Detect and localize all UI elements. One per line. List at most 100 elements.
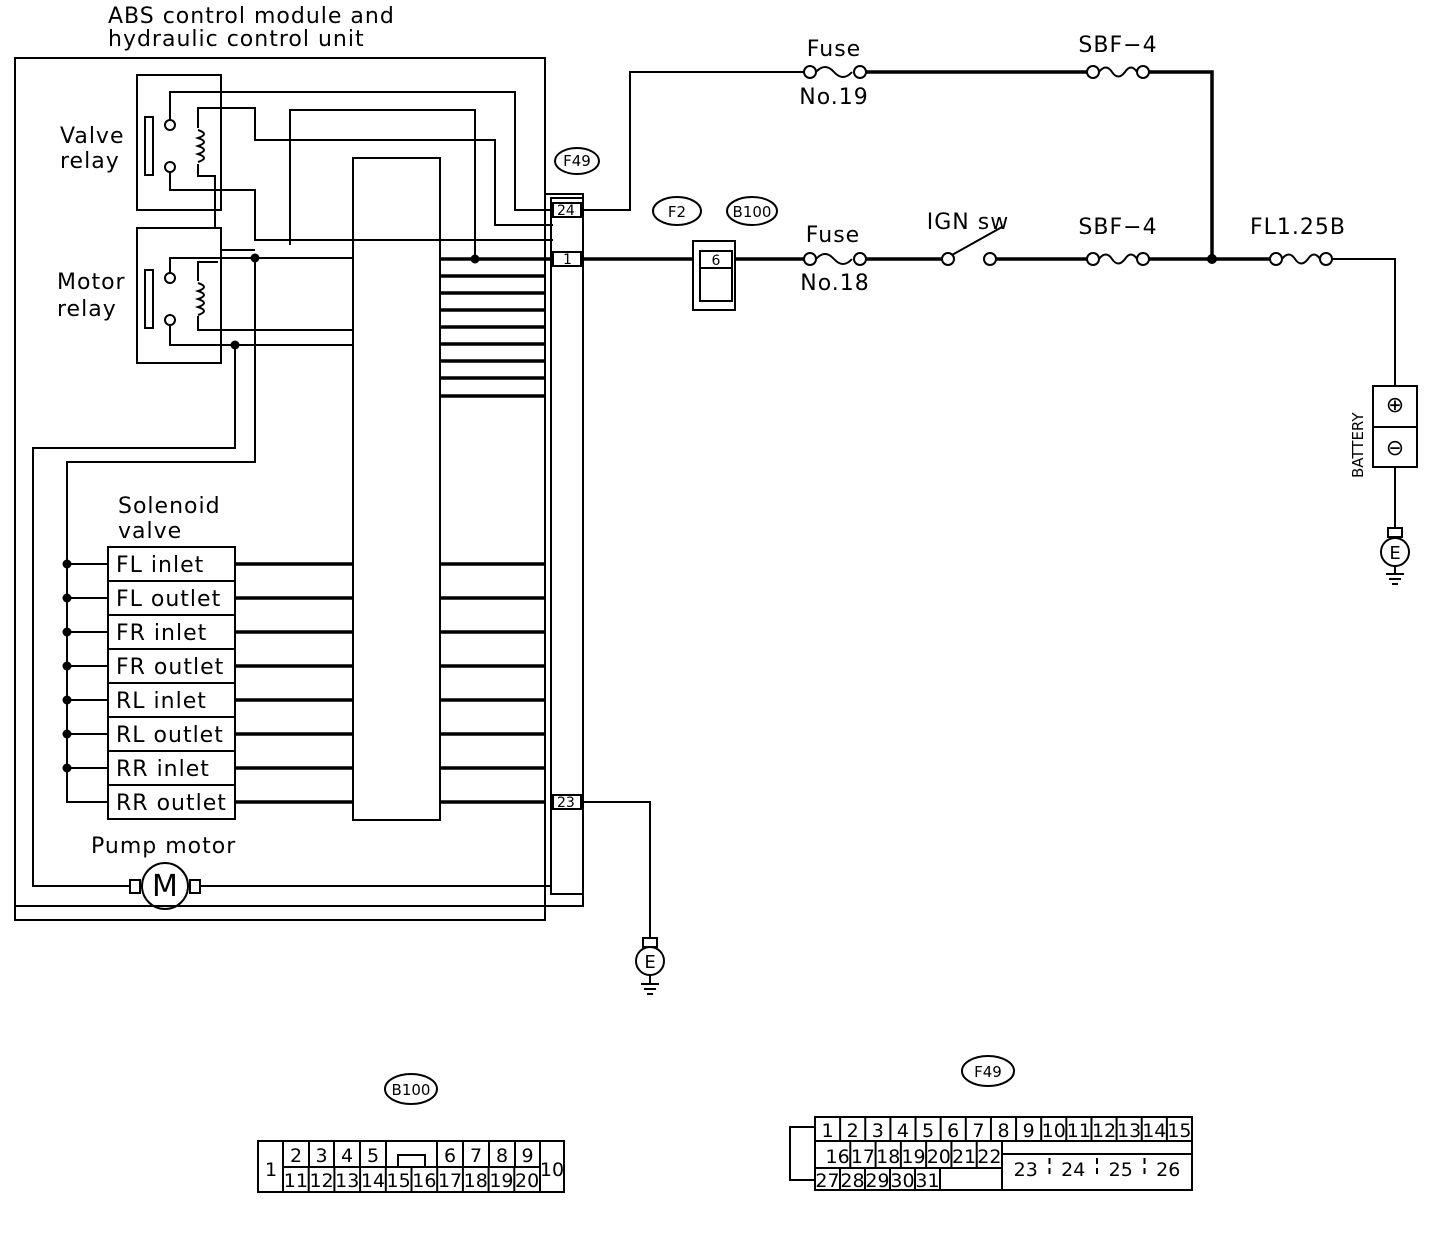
b100-pin: 10 [540,1159,564,1181]
b100-pin: 2 [290,1145,302,1167]
fuse-19-icon [815,66,853,78]
pin-1-label: 1 [563,252,572,268]
f49-pin: 14 [1142,1120,1166,1142]
solenoid-title-2: valve [118,519,182,544]
fl-fuse-icon [1281,253,1321,265]
motor-relay-label-2: relay [57,297,117,322]
pin-23-label: 23 [557,795,575,811]
ign-switch-label: IGN sw [927,210,1009,235]
f49-pin: 24 [1061,1159,1085,1181]
solenoid-title-1: Solenoid [118,494,221,519]
sbf-bottom-icon [1098,253,1138,265]
f49-pin: 28 [840,1170,864,1192]
fuse-18-terminal [803,252,817,266]
module-title-line2: hydraulic control unit [108,27,365,52]
junction-dot [62,763,72,773]
f49-pin: 27 [815,1170,839,1192]
motor-relay-coil-icon [194,282,205,316]
f49-pin: 22 [977,1146,1001,1168]
control-output-lines [440,257,553,398]
solenoid-valve-label: RL outlet [116,723,224,748]
motor-relay-terminal-b [164,314,176,326]
f49-pin: 20 [927,1146,951,1168]
b100-pin: 7 [470,1145,482,1167]
f49-pin: 6 [947,1120,959,1142]
junction-dot [1207,254,1217,264]
b100-pin: 5 [367,1145,379,1167]
b100-inline-connector-inner [699,250,733,302]
solenoid-valve-label: RL inlet [116,689,207,714]
fl-fuse-terminal [1319,252,1333,266]
fuse-18-label: Fuse [806,223,860,248]
motor-relay-wiring [32,257,553,887]
valve-relay-wiring [169,91,553,259]
junction-dot [62,661,72,671]
f49-pin: 4 [897,1120,909,1142]
b100-face-label: B100 [392,1081,431,1099]
pin-24-label: 24 [557,203,575,219]
f2-connector-label: F2 [668,203,686,221]
f49-pin: 29 [865,1170,889,1192]
solenoid-valve-label: FL outlet [116,587,221,612]
junction-dot [62,729,72,739]
ign-switch-terminal [941,252,955,266]
junction-dot [62,695,72,705]
pump-motor-terminal-left [129,879,141,894]
fl-fuse-label: FL1.25B [1250,215,1346,240]
motor-relay-label-1: Motor [57,270,126,295]
solenoid-valve-box [107,750,236,786]
pump-motor-wiring [15,885,551,907]
battery-minus-icon: ⊖ [1386,436,1404,461]
battery-wire [1332,258,1396,386]
b100-pin: 20 [515,1170,539,1192]
f49-pin: 19 [901,1146,925,1168]
b100-pin: 13 [335,1170,359,1192]
pump-motor-symbol: M [152,869,178,904]
fuse-19-label: Fuse [807,37,861,62]
f49-pin: 16 [826,1146,850,1168]
battery-ground-lug [1387,527,1403,538]
f49-connector-label: F49 [563,152,591,170]
fuse-18-terminal [853,252,867,266]
fuse-18-icon [815,253,853,265]
f49-pin: 26 [1156,1159,1180,1181]
f49-pin: 1 [822,1120,834,1142]
control-unit-block [352,157,441,821]
b100-face-key [397,1154,426,1168]
f49-pin: 18 [876,1146,900,1168]
b100-pin: 8 [496,1145,508,1167]
pin-23-ground-wire [583,801,651,940]
solenoid-valve-box [107,682,236,718]
valve-relay-contact-bar [144,116,154,176]
valve-relay-terminal-a [164,119,176,131]
f49-pin: 3 [872,1120,884,1142]
b100-pin: 6 [444,1145,456,1167]
ground-label: E [644,952,655,973]
f49-pin: 5 [922,1120,934,1142]
b100-pin: 19 [489,1170,513,1192]
pump-motor-icon [141,862,189,910]
f2-connector-badge [652,196,702,226]
junction-dot [62,593,72,603]
sbf-top-icon [1098,66,1138,78]
junction-dot [62,559,72,569]
battery-ground-icon [1386,566,1404,585]
f49-pin: 23 [1014,1159,1038,1181]
sbf-bottom-terminal [1086,252,1100,266]
ground-icon [641,975,659,995]
pump-motor-label: Pump motor [91,834,236,859]
battery-label: BATTERY [1349,412,1367,478]
b100-pin: 3 [315,1145,327,1167]
module-title-line1: ABS control module and [108,4,395,29]
valve-relay-label-1: Valve [60,124,125,149]
pin-24-wire [583,71,805,211]
f49-pin: 21 [952,1146,976,1168]
f49-pin: 17 [851,1146,875,1168]
f49-face-latch [789,1126,815,1181]
battery-ground-label: E [1389,543,1400,564]
b100-face-badge [384,1073,438,1105]
sbf-top-terminal [1086,65,1100,79]
